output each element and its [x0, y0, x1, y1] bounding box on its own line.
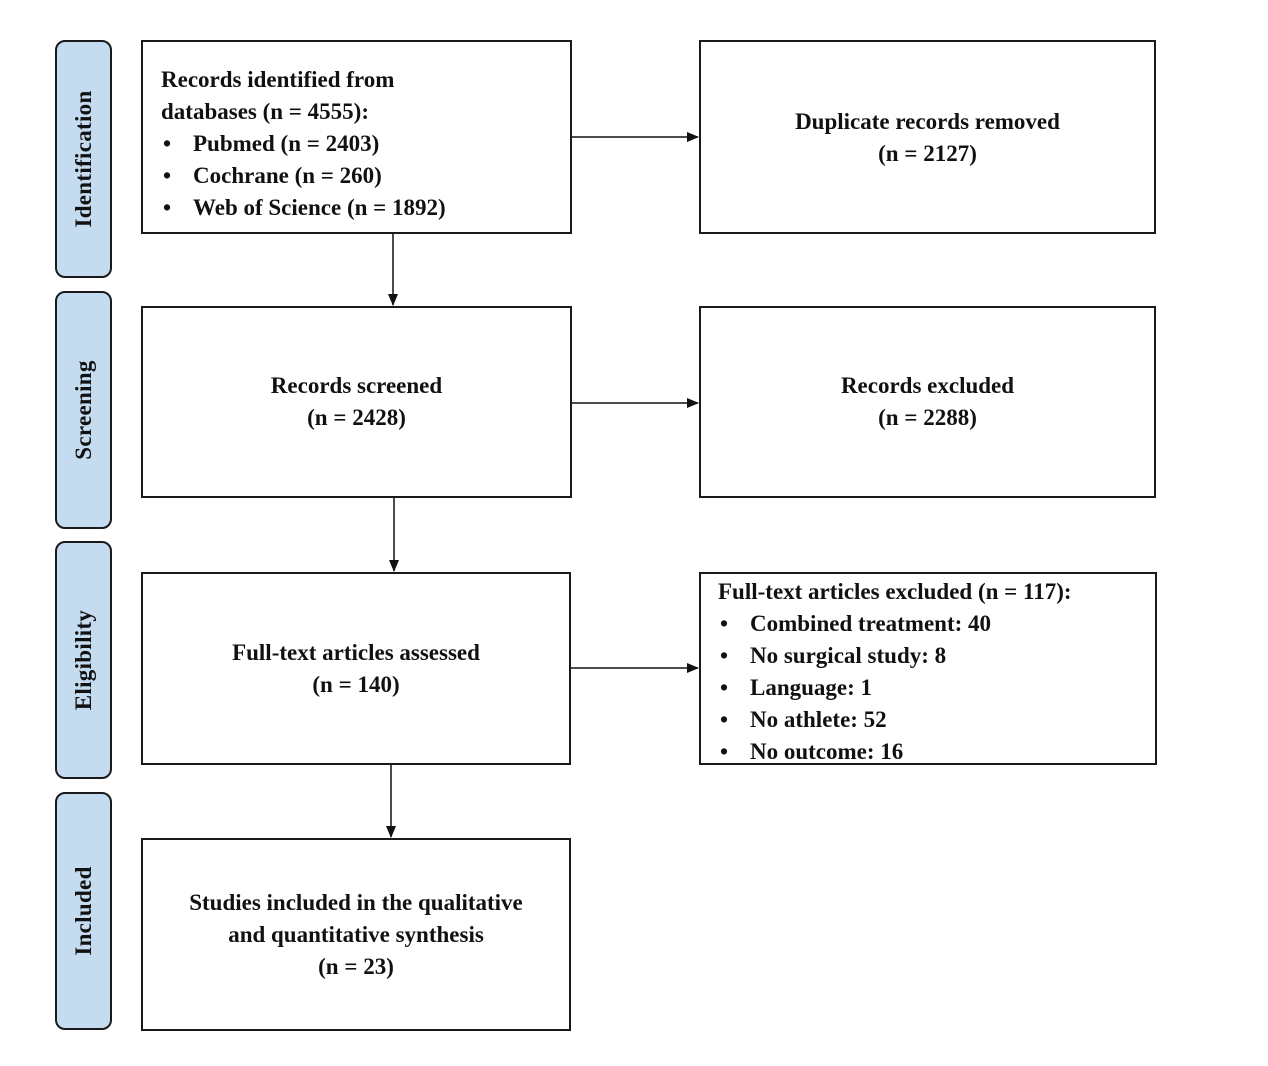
stage-included: Included: [55, 792, 112, 1030]
stage-screening: Screening: [55, 291, 112, 529]
records-screened-line1: Records screened: [270, 373, 443, 398]
fulltext-excluded-title: Full-text articles excluded (n = 117):: [718, 579, 1072, 604]
studies-included-box: Studies included in the qualitative and …: [141, 838, 571, 1031]
exclusion-reason-list: Combined treatment: 40 No surgical study…: [718, 608, 1155, 768]
exclusion-reason-item: No surgical study: 8: [718, 640, 1155, 672]
studies-included-line1: Studies included in the qualitative: [189, 889, 523, 915]
fulltext-excluded-box: Full-text articles excluded (n = 117): C…: [699, 572, 1157, 768]
stage-eligibility: Eligibility: [55, 541, 112, 779]
duplicates-removed-line1: Duplicate records removed: [795, 109, 1060, 134]
records-excluded-line2: (n = 2288): [878, 405, 977, 430]
records-screened-box: Records screened (n = 2428): [141, 306, 572, 498]
fulltext-assessed-line1: Full-text articles assessed: [232, 639, 480, 665]
fulltext-assessed-box: Full-text articles assessed (n = 140): [141, 572, 571, 765]
database-item-cochrane: Cochrane (n = 260): [161, 160, 570, 192]
records-excluded-box: Records excluded (n = 2288): [699, 306, 1156, 498]
exclusion-reason-item: Combined treatment: 40: [718, 608, 1155, 640]
records-identified-line1: Records identified from: [161, 67, 395, 92]
fulltext-assessed-line2: (n = 140): [312, 671, 400, 697]
exclusion-reason-item: No athlete: 52: [718, 704, 1155, 736]
database-list: Pubmed (n = 2403) Cochrane (n = 260) Web…: [161, 128, 570, 224]
records-screened-line2: (n = 2428): [307, 405, 406, 430]
database-item-web-of-science: Web of Science (n = 1892): [161, 192, 570, 224]
studies-included-line2: and quantitative synthesis: [228, 921, 484, 947]
duplicates-removed-box: Duplicate records removed (n = 2127): [699, 40, 1156, 234]
records-excluded-line1: Records excluded: [840, 373, 1015, 398]
stage-identification: Identification: [55, 40, 112, 278]
database-item-pubmed: Pubmed (n = 2403): [161, 128, 570, 160]
exclusion-reason-item: No outcome: 16: [718, 736, 1155, 768]
exclusion-reason-item: Language: 1: [718, 672, 1155, 704]
studies-included-line3: (n = 23): [318, 953, 394, 979]
duplicates-removed-line2: (n = 2127): [878, 141, 977, 166]
records-identified-box: Records identified from databases (n = 4…: [141, 40, 572, 234]
records-identified-line2: databases (n = 4555):: [161, 99, 369, 124]
